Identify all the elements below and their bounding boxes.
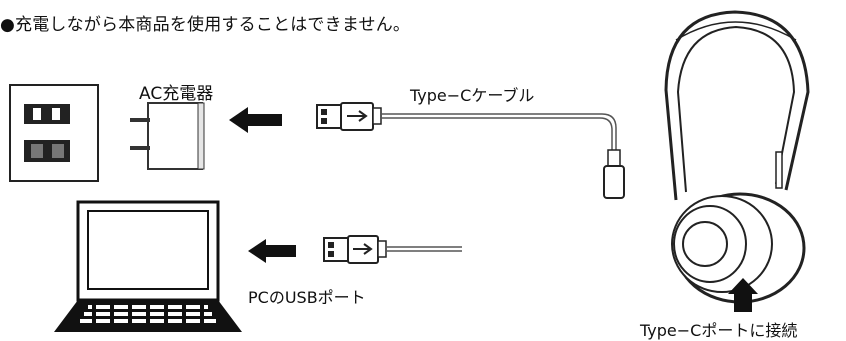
- ac-adapter-icon: [130, 102, 205, 170]
- arrow-left-icon: [229, 107, 282, 133]
- usb-c-plug-icon: [603, 149, 625, 199]
- type-c-cable-label: Type−Cケーブル: [410, 86, 535, 105]
- headphones-icon: [664, 10, 810, 304]
- arrow-up-icon: [728, 278, 758, 312]
- pc-usb-port-label: PCのUSBポート: [248, 288, 366, 307]
- usb-plug-icon: [316, 102, 382, 131]
- arrow-left-icon: [248, 239, 296, 263]
- wall-outlet-icon: [9, 84, 99, 182]
- usage-note: ●充電しながら本商品を使用することはできません。: [0, 15, 411, 35]
- ac-charger-label: AC充電器: [139, 84, 214, 104]
- usb-plug-icon: [323, 235, 387, 264]
- laptop-icon: [54, 200, 242, 332]
- type-c-port-connect-label: Type−Cポートに接続: [640, 321, 798, 340]
